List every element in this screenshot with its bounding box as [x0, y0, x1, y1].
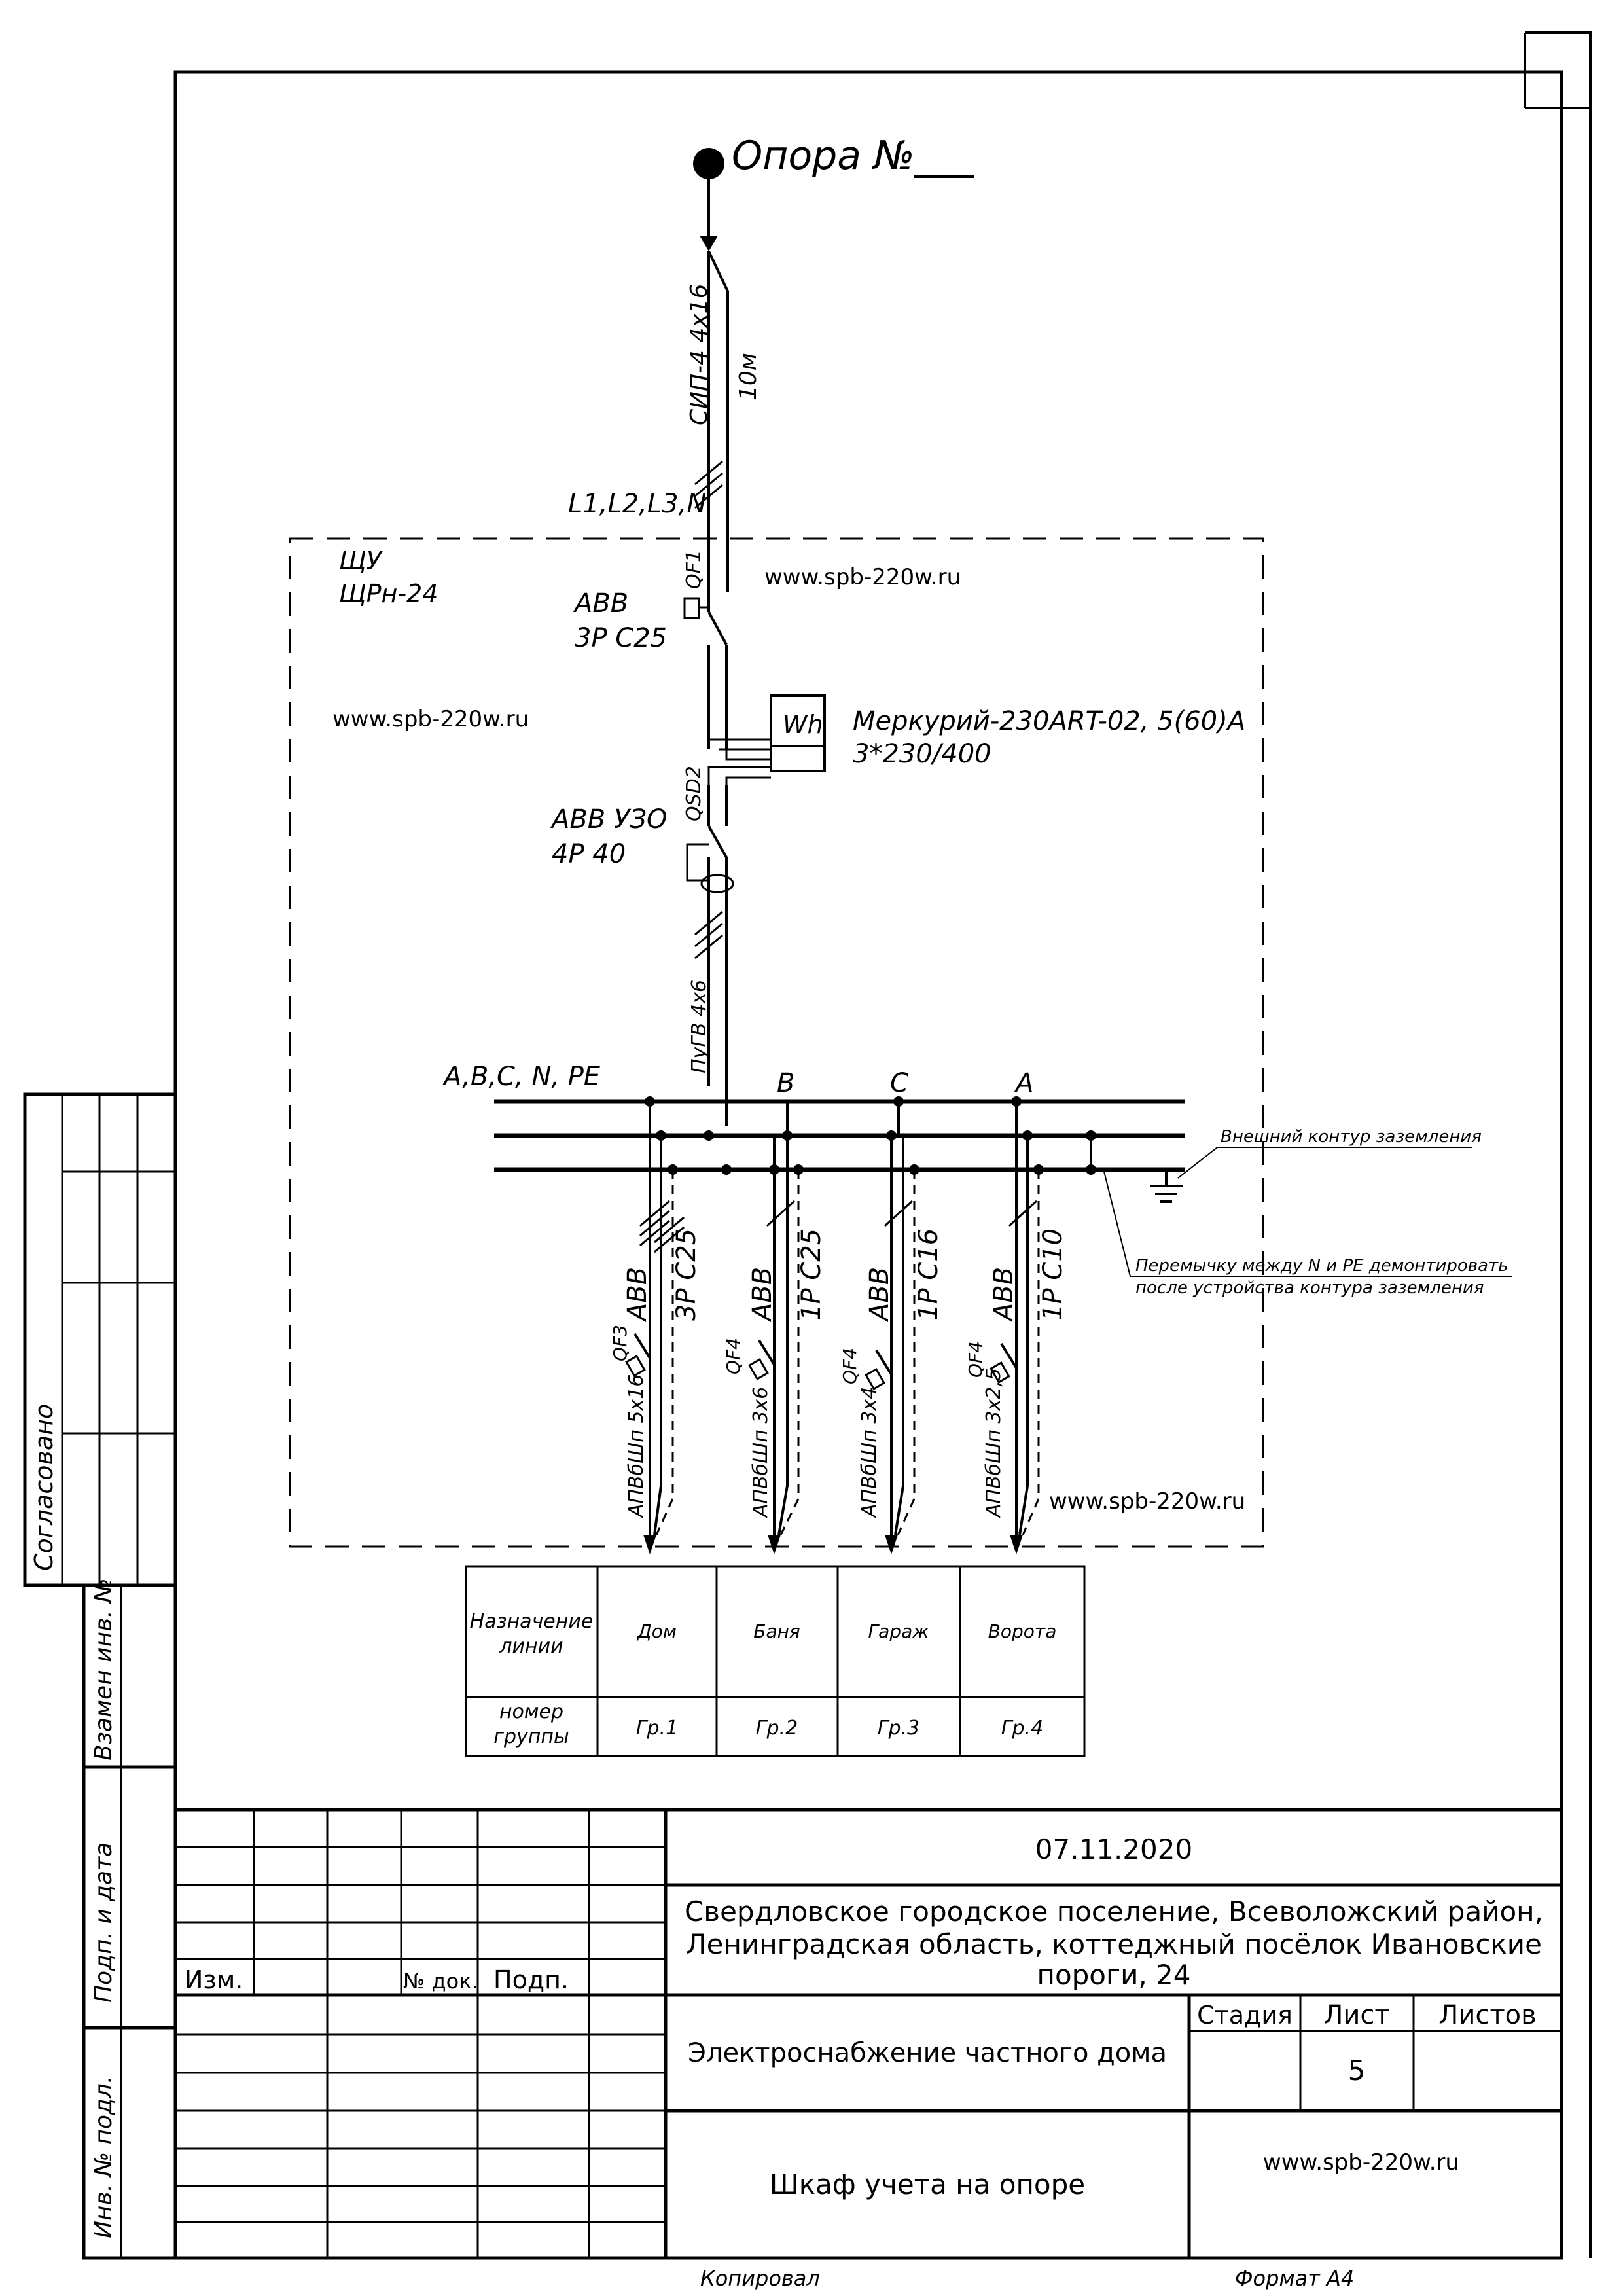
group-1-spec: 3P C25 [671, 1229, 702, 1321]
rcd-ref: QSD2 [683, 766, 705, 821]
meter-voltage: 3*230/400 [853, 739, 991, 769]
group-3-arrow-icon [885, 1535, 898, 1554]
input-cable-type: СИП-4 4х16 [686, 284, 713, 426]
input-arrow-icon [700, 236, 718, 251]
rcd-device: QSD2 ABB УЗО 4P 40 ПуГВ 4х6 [550, 766, 734, 1126]
external-loop-note: Внешний контур заземления [1221, 1127, 1482, 1147]
main-breaker: QF1 ABB 3P C25 [573, 550, 728, 749]
group-3-brand: ABB [865, 1267, 895, 1323]
energy-meter: Wh Меркурий-230ART-02, 5(60)А 3*230/400 [707, 694, 1245, 785]
group-2-spec: 1P C25 [796, 1229, 827, 1321]
table-number-line1: номер [499, 1700, 563, 1723]
group-feeder-2: ABB 1P C25 QF4 АПВбШп 3х6 [722, 1102, 827, 1554]
group-feeder-1: ABB 3P C25 QF3 АПВбШп 5х16 [609, 1096, 702, 1554]
pole-label: Опора №___ [732, 133, 974, 179]
group-1-ref: QF3 [609, 1325, 631, 1361]
panel-name: ЩУ [339, 547, 383, 575]
rcd-spec: 4P 40 [552, 839, 626, 869]
group-4-ref: QF4 [965, 1341, 986, 1378]
sheet-label: Лист [1323, 2000, 1389, 2030]
panel-enclosure: ЩУ ЩРн-24 [289, 537, 1264, 1548]
group-1-brand: ABB [622, 1267, 652, 1323]
col-doc: № док. [403, 1969, 478, 1994]
table-group-2-number: Гр.2 [756, 1717, 798, 1740]
address-line-2: Ленинградская область, коттеджный посёло… [686, 1928, 1542, 1960]
watermark-2: www.spb-220w.ru [332, 706, 529, 732]
group-3-spec: 1P C16 [914, 1229, 944, 1321]
input-phases: L1,L2,L3,N [568, 489, 706, 519]
group-2-brand: ABB [747, 1267, 777, 1323]
group-4-spec: 1P C10 [1038, 1229, 1068, 1321]
table-number-line2: группы [493, 1725, 569, 1748]
table-purpose-line1: Назначение [470, 1610, 594, 1633]
table-group-1-name: Дом [636, 1621, 677, 1642]
jumper-note-2: после устройства контура заземления [1135, 1278, 1484, 1298]
earthing: Внешний контур заземления Перемычку межд… [1091, 1127, 1512, 1298]
main-breaker-spec: 3P C25 [575, 623, 667, 653]
watermark-3: www.spb-220w.ru [1049, 1488, 1245, 1515]
footer-copied: Копировал [700, 2266, 820, 2291]
table-group-3-name: Гараж [868, 1621, 929, 1642]
drawing-title: Шкаф учета на опоре [770, 2168, 1085, 2200]
title-date: 07.11.2020 [1035, 1833, 1192, 1865]
group-feeder-4: ABB 1P C10 QF4 АПВбШп 3х2,5 [965, 1096, 1068, 1554]
rcd-brand: ABB УЗО [550, 804, 667, 834]
bus-phase-a: A [1014, 1068, 1033, 1098]
stage-label: Стадия [1197, 2001, 1293, 2030]
group-table: Назначение линии номер группы Дом Баня Г… [465, 1565, 1086, 1757]
table-purpose-line2: линии [499, 1635, 563, 1658]
main-breaker-ref: QF1 [683, 550, 705, 589]
group-feeder-3: ABB 1P C16 QF4 АПВбШп 3х4 [839, 1096, 944, 1554]
group-4-brand: ABB [989, 1267, 1019, 1323]
table-group-4-number: Гр.4 [1001, 1717, 1043, 1740]
group-2-arrow-icon [768, 1535, 781, 1554]
address-line-3: пороги, 24 [1037, 1959, 1190, 1991]
pole-input: Опора №___ СИП-4 4х16 10м L1,L2,L3,N [568, 133, 974, 592]
table-group-1-number: Гр.1 [636, 1717, 678, 1740]
busbars: A,B,C, N, PE B C A [442, 1062, 1185, 1175]
sign-date-label: Подп. и дата [90, 1842, 117, 2003]
sheet-number: 5 [1348, 2054, 1366, 2087]
main-breaker-brand: ABB [573, 588, 628, 619]
replaced-inv-label: Взамен инв. № [90, 1578, 117, 1761]
col-izm: Изм. [185, 1965, 243, 1994]
watermark-1: www.spb-220w.ru [764, 564, 961, 590]
panel-model: ЩРн-24 [339, 579, 438, 608]
agreed-label: Согласовано [29, 1404, 58, 1571]
project-title: Электроснабжение частного дома [688, 2038, 1167, 2068]
group-4-cable: АПВбШп 3х2,5 [982, 1368, 1005, 1518]
bus-phase-b: B [777, 1068, 794, 1098]
bus-phase-c: C [890, 1068, 908, 1098]
group-3-ref: QF4 [839, 1348, 861, 1384]
input-cable-length: 10м [735, 353, 762, 401]
group-2-ref: QF4 [722, 1338, 744, 1374]
group-2-cable: АПВбШп 3х6 [749, 1387, 772, 1518]
inv-orig-label: Инв. № подл. [90, 2076, 117, 2238]
group-4-arrow-icon [1010, 1535, 1023, 1554]
title-site: www.spb-220w.ru [1263, 2149, 1459, 2176]
address-line-1: Свердловское городское поселение, Всевол… [685, 1895, 1543, 1928]
table-group-3-number: Гр.3 [878, 1717, 919, 1740]
col-sign: Подп. [493, 1965, 569, 1994]
meter-model: Меркурий-230ART-02, 5(60)А [853, 706, 1245, 736]
jumper-note-1: Перемычку между N и PE демонтировать [1135, 1256, 1508, 1276]
bus-label: A,B,C, N, PE [442, 1062, 601, 1092]
side-stamp: Согласовано Взамен инв. № Подп. и дата И… [23, 1092, 177, 2260]
footer-format: Формат А4 [1235, 2266, 1354, 2291]
sheets-label: Листов [1438, 2000, 1536, 2030]
table-group-2-name: Баня [753, 1621, 800, 1642]
group-3-cable: АПВбШп 3х4 [858, 1387, 881, 1518]
group-1-arrow-icon [643, 1535, 656, 1554]
group-1-cable: АПВбШп 5х16 [625, 1374, 648, 1518]
title-block: Изм. № док. Подп. 07.11.2020 Свердловско… [173, 1808, 1563, 2260]
meter-symbol: Wh [783, 710, 823, 739]
table-group-4-name: Ворота [988, 1621, 1057, 1642]
feeder-cable: ПуГВ 4х6 [688, 980, 711, 1073]
